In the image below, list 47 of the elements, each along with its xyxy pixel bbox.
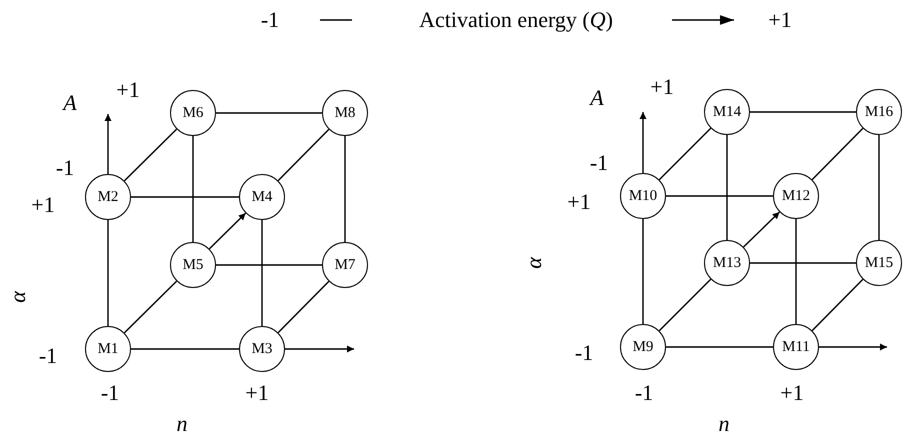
axis-label: +1 <box>116 79 140 101</box>
axis-label: -1 <box>38 345 58 367</box>
connector-line <box>216 264 322 266</box>
connector-line <box>124 280 178 334</box>
connector-line <box>658 278 712 332</box>
axis-label: +1 <box>650 76 674 98</box>
axis-label: Activation energy (Q) <box>419 9 613 31</box>
connector-line <box>261 220 263 326</box>
connector-line <box>666 195 773 197</box>
connector-line <box>812 128 864 180</box>
axis-label: -1 <box>100 382 120 404</box>
axis-label: n <box>718 413 730 435</box>
connector-line <box>344 136 346 242</box>
axis-label: -1 <box>56 157 74 179</box>
axis-label: α <box>7 291 29 303</box>
axis-label: +1 <box>768 9 792 31</box>
axis-label: +1 <box>245 382 269 404</box>
axis-label: +1 <box>567 191 591 213</box>
axis-label: -1 <box>574 342 594 364</box>
connector-line <box>658 128 712 180</box>
connector-line <box>278 280 330 334</box>
connector-line <box>131 348 239 350</box>
connector-line <box>878 135 880 240</box>
axis-label: -1 <box>634 382 654 404</box>
connector-line <box>642 219 644 324</box>
axis-label: -1 <box>260 9 280 31</box>
connector-line <box>278 128 330 182</box>
connector-line <box>726 135 728 240</box>
axis-label: α <box>523 257 545 269</box>
axis-label: A <box>590 87 604 109</box>
axis-label: A <box>63 92 77 114</box>
arrow <box>743 212 780 248</box>
connector-line <box>750 111 856 113</box>
arrow <box>208 212 246 250</box>
axis-label: n <box>176 413 188 435</box>
connector-line <box>124 128 178 182</box>
axis-label: +1 <box>31 194 55 216</box>
axis-label: -1 <box>590 152 608 174</box>
connector-line <box>812 278 864 332</box>
connector-line <box>131 196 239 198</box>
connector-line <box>666 346 773 348</box>
connector-line <box>216 112 322 114</box>
connector-line <box>750 262 856 264</box>
connector-line <box>107 220 109 326</box>
axis-label: +1 <box>780 382 804 404</box>
connector-line <box>192 136 194 242</box>
connector-line <box>795 219 797 324</box>
